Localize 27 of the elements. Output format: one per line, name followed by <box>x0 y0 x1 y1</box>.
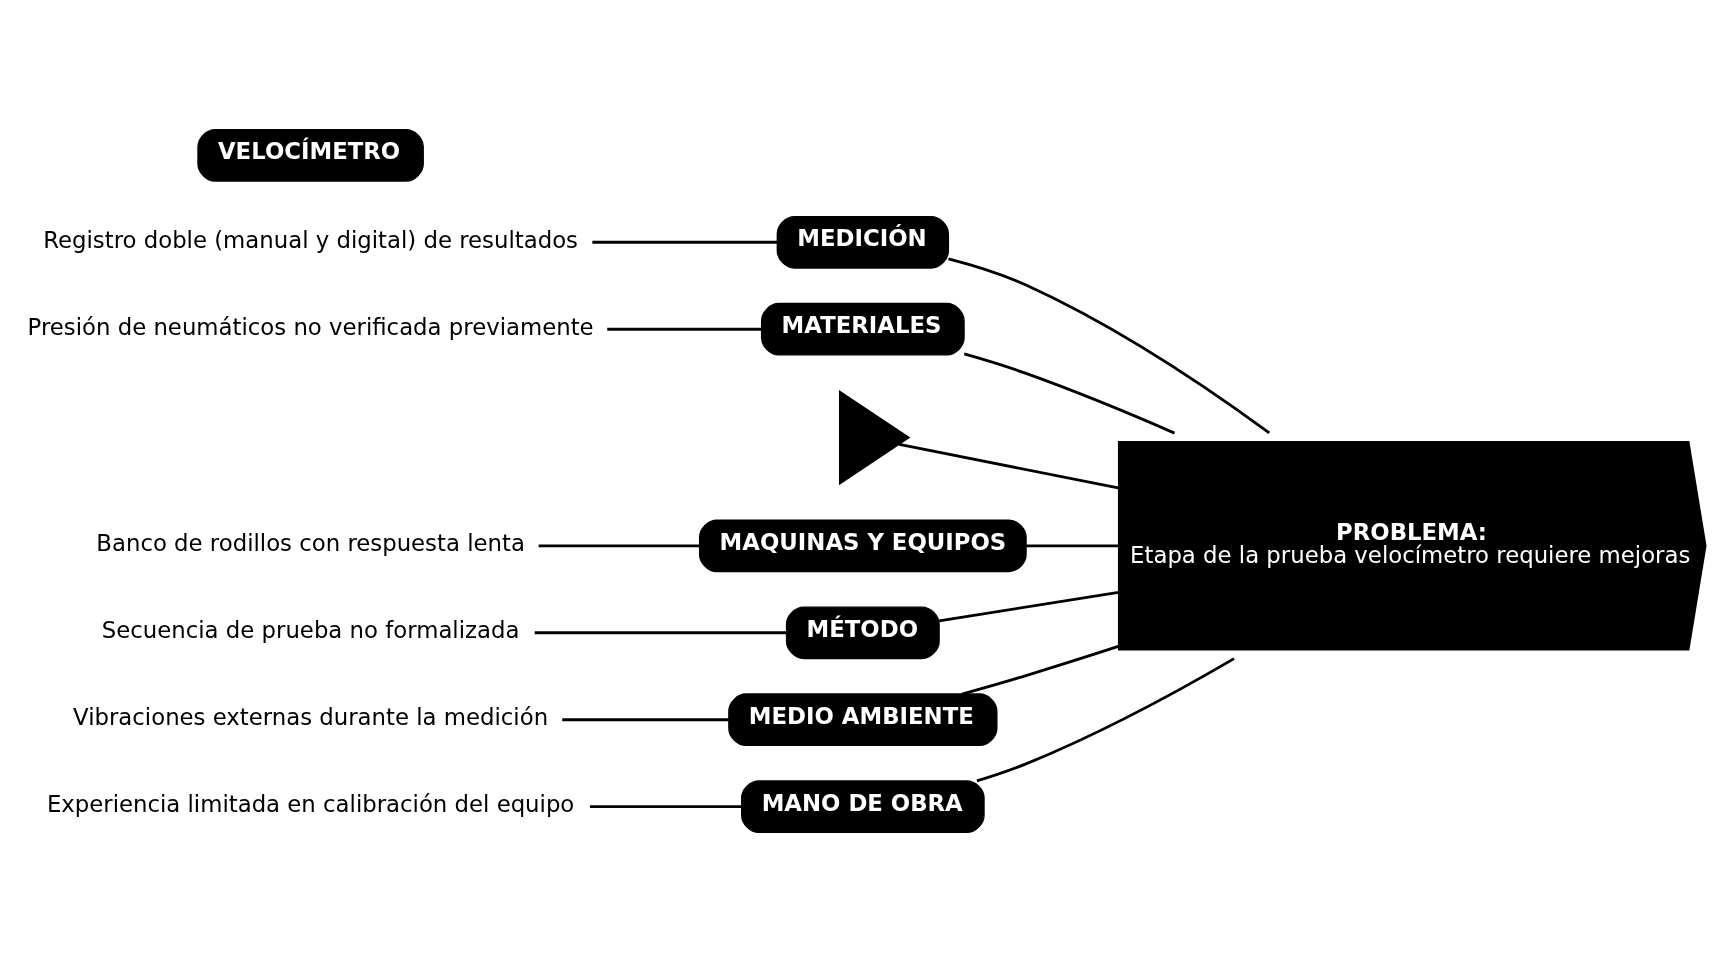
node-box: MANO DE OBRA <box>741 779 985 833</box>
connector <box>948 256 1271 434</box>
node-triangle <box>838 389 911 485</box>
connector <box>562 717 729 721</box>
node-box: MÉTODO <box>785 605 940 659</box>
connector <box>589 804 742 808</box>
connector <box>938 590 1119 622</box>
connector <box>1026 543 1119 547</box>
connector <box>963 352 1176 434</box>
node-box: MAQUINAS Y EQUIPOS <box>698 518 1027 572</box>
node-text: Secuencia de prueba no formalizada <box>101 616 520 643</box>
node-box: VELOCÍMETRO <box>197 128 424 182</box>
connector <box>592 240 778 244</box>
node-box: MATERIALES <box>760 302 965 356</box>
connector <box>976 656 1235 782</box>
connector <box>538 543 700 547</box>
node-box: MEDIO AMBIENTE <box>728 692 998 746</box>
node-text: Experiencia limitada en calibración del equipo <box>46 790 575 817</box>
connector <box>534 630 787 634</box>
connector <box>961 644 1119 695</box>
node-box: MEDICIÓN <box>776 215 950 269</box>
node-text: Banco de rodillos con respuesta lenta <box>96 529 525 556</box>
node-text: Vibraciones externas durante la medición <box>73 703 549 730</box>
connector <box>899 442 1119 489</box>
connector <box>607 327 762 331</box>
node-text: Presión de neumáticos no verificada previamente <box>27 313 594 340</box>
node-text: Registro doble (manual y digital) de resultados <box>43 226 578 253</box>
